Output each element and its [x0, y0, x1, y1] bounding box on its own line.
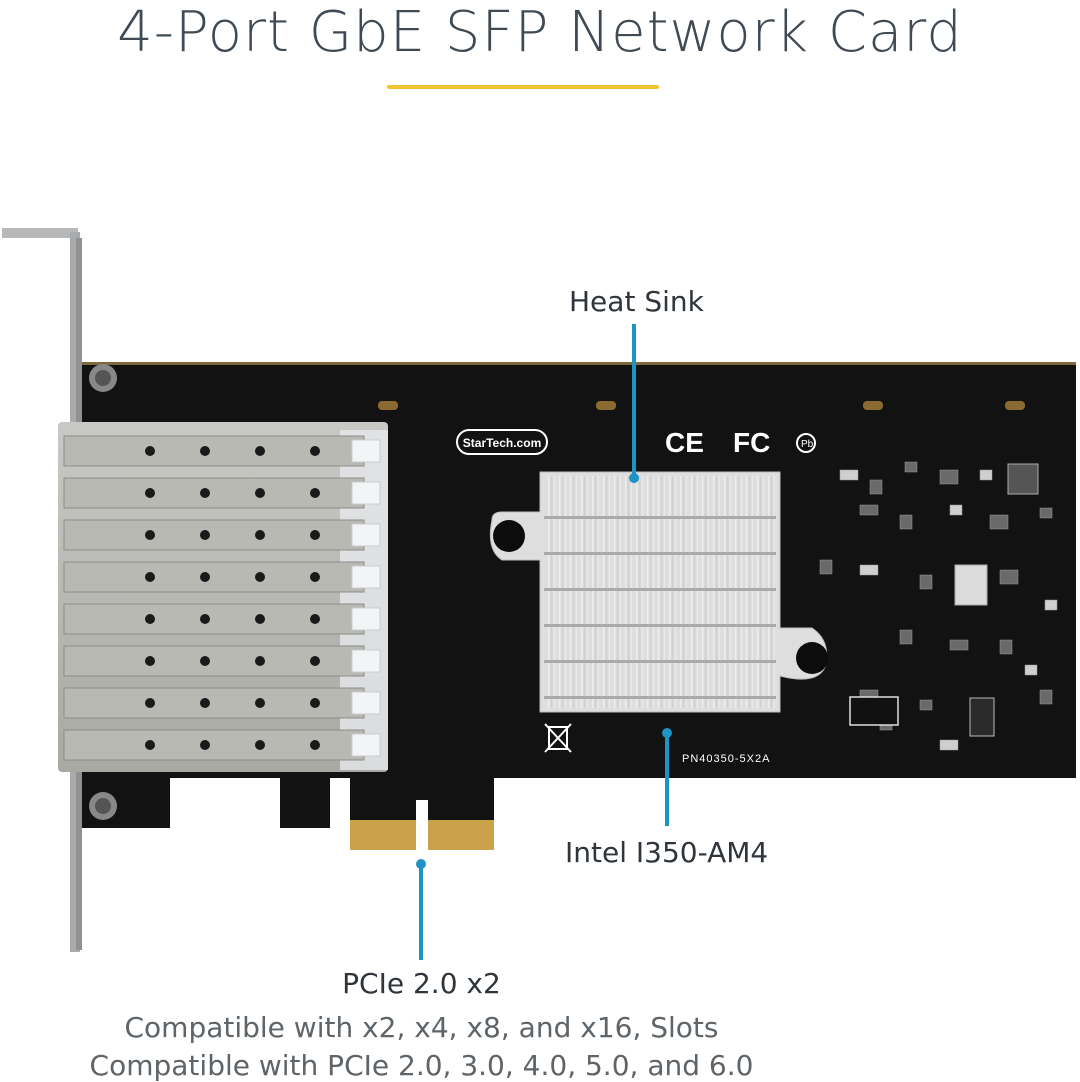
pcie-label: PCIe 2.0 x2 — [342, 967, 501, 1000]
title-underline — [387, 85, 659, 89]
page-title: 4-Port GbE SFP Network Card — [117, 0, 963, 65]
svg-text:CE: CE — [665, 427, 704, 458]
bracket-screws — [89, 364, 117, 820]
sfp-port-cage — [58, 422, 388, 772]
callout-lines — [416, 324, 672, 960]
svg-text:Pb: Pb — [801, 439, 814, 450]
board-markings: StarTech.com CE FC Pb PN40350-5X2A — [456, 427, 816, 765]
heat-sink-label: Heat Sink — [569, 285, 704, 318]
heat-sink — [489, 471, 828, 713]
pcie-gold-fingers — [350, 800, 494, 850]
compatibility-line-versions: Compatible with PCIe 2.0, 3.0, 4.0, 5.0,… — [89, 1049, 754, 1082]
svg-text:FC: FC — [733, 427, 770, 458]
compatibility-line-slots: Compatible with x2, x4, x8, and x16, Slo… — [124, 1011, 719, 1044]
svg-text:PN40350-5X2A: PN40350-5X2A — [682, 753, 770, 765]
chip-label: Intel I350-AM4 — [565, 836, 769, 869]
led-indicators — [378, 401, 1025, 410]
svg-text:StarTech.com: StarTech.com — [463, 436, 541, 450]
smd-components — [819, 461, 1058, 751]
weee-bin-icon — [544, 723, 572, 753]
